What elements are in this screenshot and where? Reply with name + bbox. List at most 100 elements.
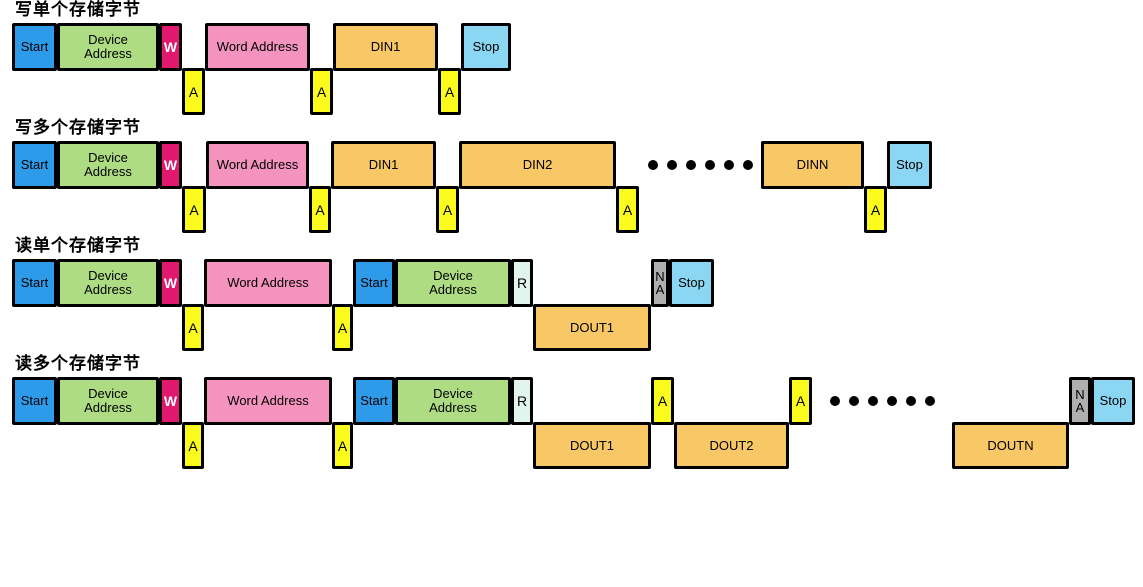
block-device-address: Device Address bbox=[395, 259, 511, 307]
block-stop: Stop bbox=[887, 141, 932, 189]
block-device-address: Device Address bbox=[57, 377, 159, 425]
dot-icon bbox=[886, 396, 897, 406]
block-label: Word Address bbox=[216, 157, 299, 172]
block-label: W bbox=[163, 39, 178, 55]
block-label: Stop bbox=[678, 275, 705, 290]
block-device-address: Device Address bbox=[57, 141, 159, 189]
block-label: A bbox=[870, 201, 881, 218]
dot-icon bbox=[685, 160, 696, 170]
block-write-bit: W bbox=[159, 259, 182, 307]
block-start: Start bbox=[12, 377, 57, 425]
dot-icon bbox=[905, 396, 916, 406]
block-label: R bbox=[516, 275, 528, 291]
block-label: Device Address bbox=[84, 268, 132, 297]
block-start: Start bbox=[353, 377, 395, 425]
block-label: Start bbox=[360, 393, 388, 408]
block-ack: A bbox=[182, 186, 206, 233]
block-label: DOUT1 bbox=[569, 319, 615, 335]
block-label: DOUT2 bbox=[709, 437, 754, 453]
block-stop: Stop bbox=[1091, 377, 1135, 425]
block-write-bit: W bbox=[159, 377, 182, 425]
block-label: DIN1 bbox=[370, 39, 401, 54]
block-stop: Stop bbox=[669, 259, 714, 307]
block-ack: A bbox=[864, 186, 887, 233]
block-label: R bbox=[516, 393, 528, 409]
block-word-address: Word Address bbox=[204, 259, 332, 307]
block-label: Device Address bbox=[429, 268, 477, 297]
block-label: Word Address bbox=[227, 393, 309, 408]
block-label: Start bbox=[20, 275, 49, 290]
block-ack: A bbox=[616, 186, 639, 233]
block-label: Stop bbox=[896, 157, 923, 172]
block-ack: A bbox=[182, 304, 204, 351]
sequence-title: 写多个存储字节 bbox=[15, 118, 141, 137]
block-label: Start bbox=[20, 39, 49, 54]
block-word-address: Word Address bbox=[206, 141, 309, 189]
block-ack: A bbox=[310, 68, 333, 115]
block-label: A bbox=[795, 393, 806, 409]
block-label: A bbox=[188, 437, 198, 454]
dot-icon bbox=[867, 396, 878, 406]
block-label: Device Address bbox=[84, 150, 132, 179]
ellipsis-dots bbox=[812, 377, 952, 425]
block-data-byte: DOUT1 bbox=[533, 304, 651, 351]
block-data-byte: DOUTN bbox=[952, 422, 1069, 469]
block-label: W bbox=[163, 393, 178, 409]
block-ack: A bbox=[332, 304, 353, 351]
block-ack: A bbox=[789, 377, 812, 425]
block-label: A bbox=[189, 201, 199, 218]
block-label: A bbox=[315, 201, 325, 218]
block-label: A bbox=[337, 319, 348, 336]
dot-icon bbox=[924, 396, 935, 406]
block-start: Start bbox=[353, 259, 395, 307]
ellipsis-dots bbox=[639, 141, 761, 189]
block-label: Device Address bbox=[84, 386, 132, 415]
block-label: Device Address bbox=[84, 32, 132, 61]
block-read-bit: R bbox=[511, 259, 533, 307]
dot-icon bbox=[647, 160, 658, 170]
block-ack: A bbox=[438, 68, 461, 115]
dot-icon bbox=[829, 396, 840, 406]
block-ack: A bbox=[182, 422, 204, 469]
block-nack: N A bbox=[1069, 377, 1091, 425]
block-label: A bbox=[622, 201, 633, 218]
block-device-address: Device Address bbox=[57, 259, 159, 307]
sequence-row-3: 读多个存储字节 Start Device Address W A Word Address… bbox=[12, 354, 1143, 472]
block-label: DINN bbox=[796, 157, 829, 172]
block-start: Start bbox=[12, 259, 57, 307]
block-stop: Stop bbox=[461, 23, 511, 71]
sequence-title: 读单个存储字节 bbox=[15, 236, 141, 255]
block-ack: A bbox=[651, 377, 674, 425]
block-data-byte: DIN1 bbox=[331, 141, 436, 189]
block-read-bit: R bbox=[511, 377, 533, 425]
block-label: Device Address bbox=[429, 386, 477, 415]
block-label: DOUT1 bbox=[569, 437, 615, 453]
block-label: DOUTN bbox=[987, 437, 1034, 453]
block-data-byte: DOUT2 bbox=[674, 422, 789, 469]
sequence-title: 读多个存储字节 bbox=[15, 354, 141, 373]
dot-icon bbox=[742, 160, 753, 170]
block-ack: A bbox=[182, 68, 205, 115]
block-data-byte: DOUT1 bbox=[533, 422, 651, 469]
dot-icon bbox=[666, 160, 677, 170]
block-label: A bbox=[657, 393, 668, 409]
block-label: A bbox=[316, 83, 327, 100]
block-label: W bbox=[163, 275, 178, 291]
block-label: Start bbox=[20, 157, 49, 172]
block-label: A bbox=[337, 437, 348, 454]
block-label: Stop bbox=[1099, 393, 1127, 408]
block-ack: A bbox=[332, 422, 353, 469]
block-ack: A bbox=[436, 186, 459, 233]
block-write-bit: W bbox=[159, 23, 182, 71]
block-nack: N A bbox=[651, 259, 669, 307]
block-label: N A bbox=[655, 269, 665, 297]
block-data-byte: DINN bbox=[761, 141, 864, 189]
block-data-byte: DIN1 bbox=[333, 23, 438, 71]
